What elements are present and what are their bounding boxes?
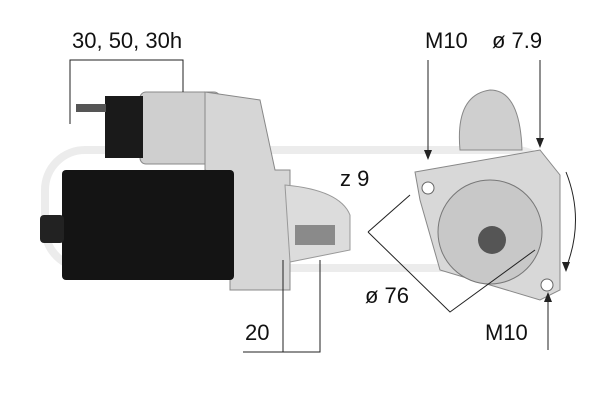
motor-body [62,170,234,280]
pinion-center [478,226,506,254]
arrowheads [424,138,570,302]
solenoid-cap [105,96,143,158]
mount-bolt-top-label: M10 [425,28,468,53]
pinion-nose [284,184,351,263]
solenoid-top [458,89,523,151]
flange-diameter-label: ø 76 [365,283,410,308]
mount-bolt-bottom-label: M10 [485,320,528,345]
dimension-lines [69,59,576,353]
teeth-count-label: z 9 [340,166,370,191]
end-cap [40,215,64,243]
starter-side-view [40,91,351,291]
starter-front-view [414,89,561,301]
terminals-label: 30, 50, 30h [72,28,183,53]
bolt-hole-diameter-label: ø 7.9 [492,28,543,53]
bolt-hole-top [421,181,435,195]
bolt-hole-bottom [540,278,554,292]
pinion-length-label: 20 [245,320,270,345]
pinion-gear [295,225,335,245]
terminal-stud [76,104,106,112]
